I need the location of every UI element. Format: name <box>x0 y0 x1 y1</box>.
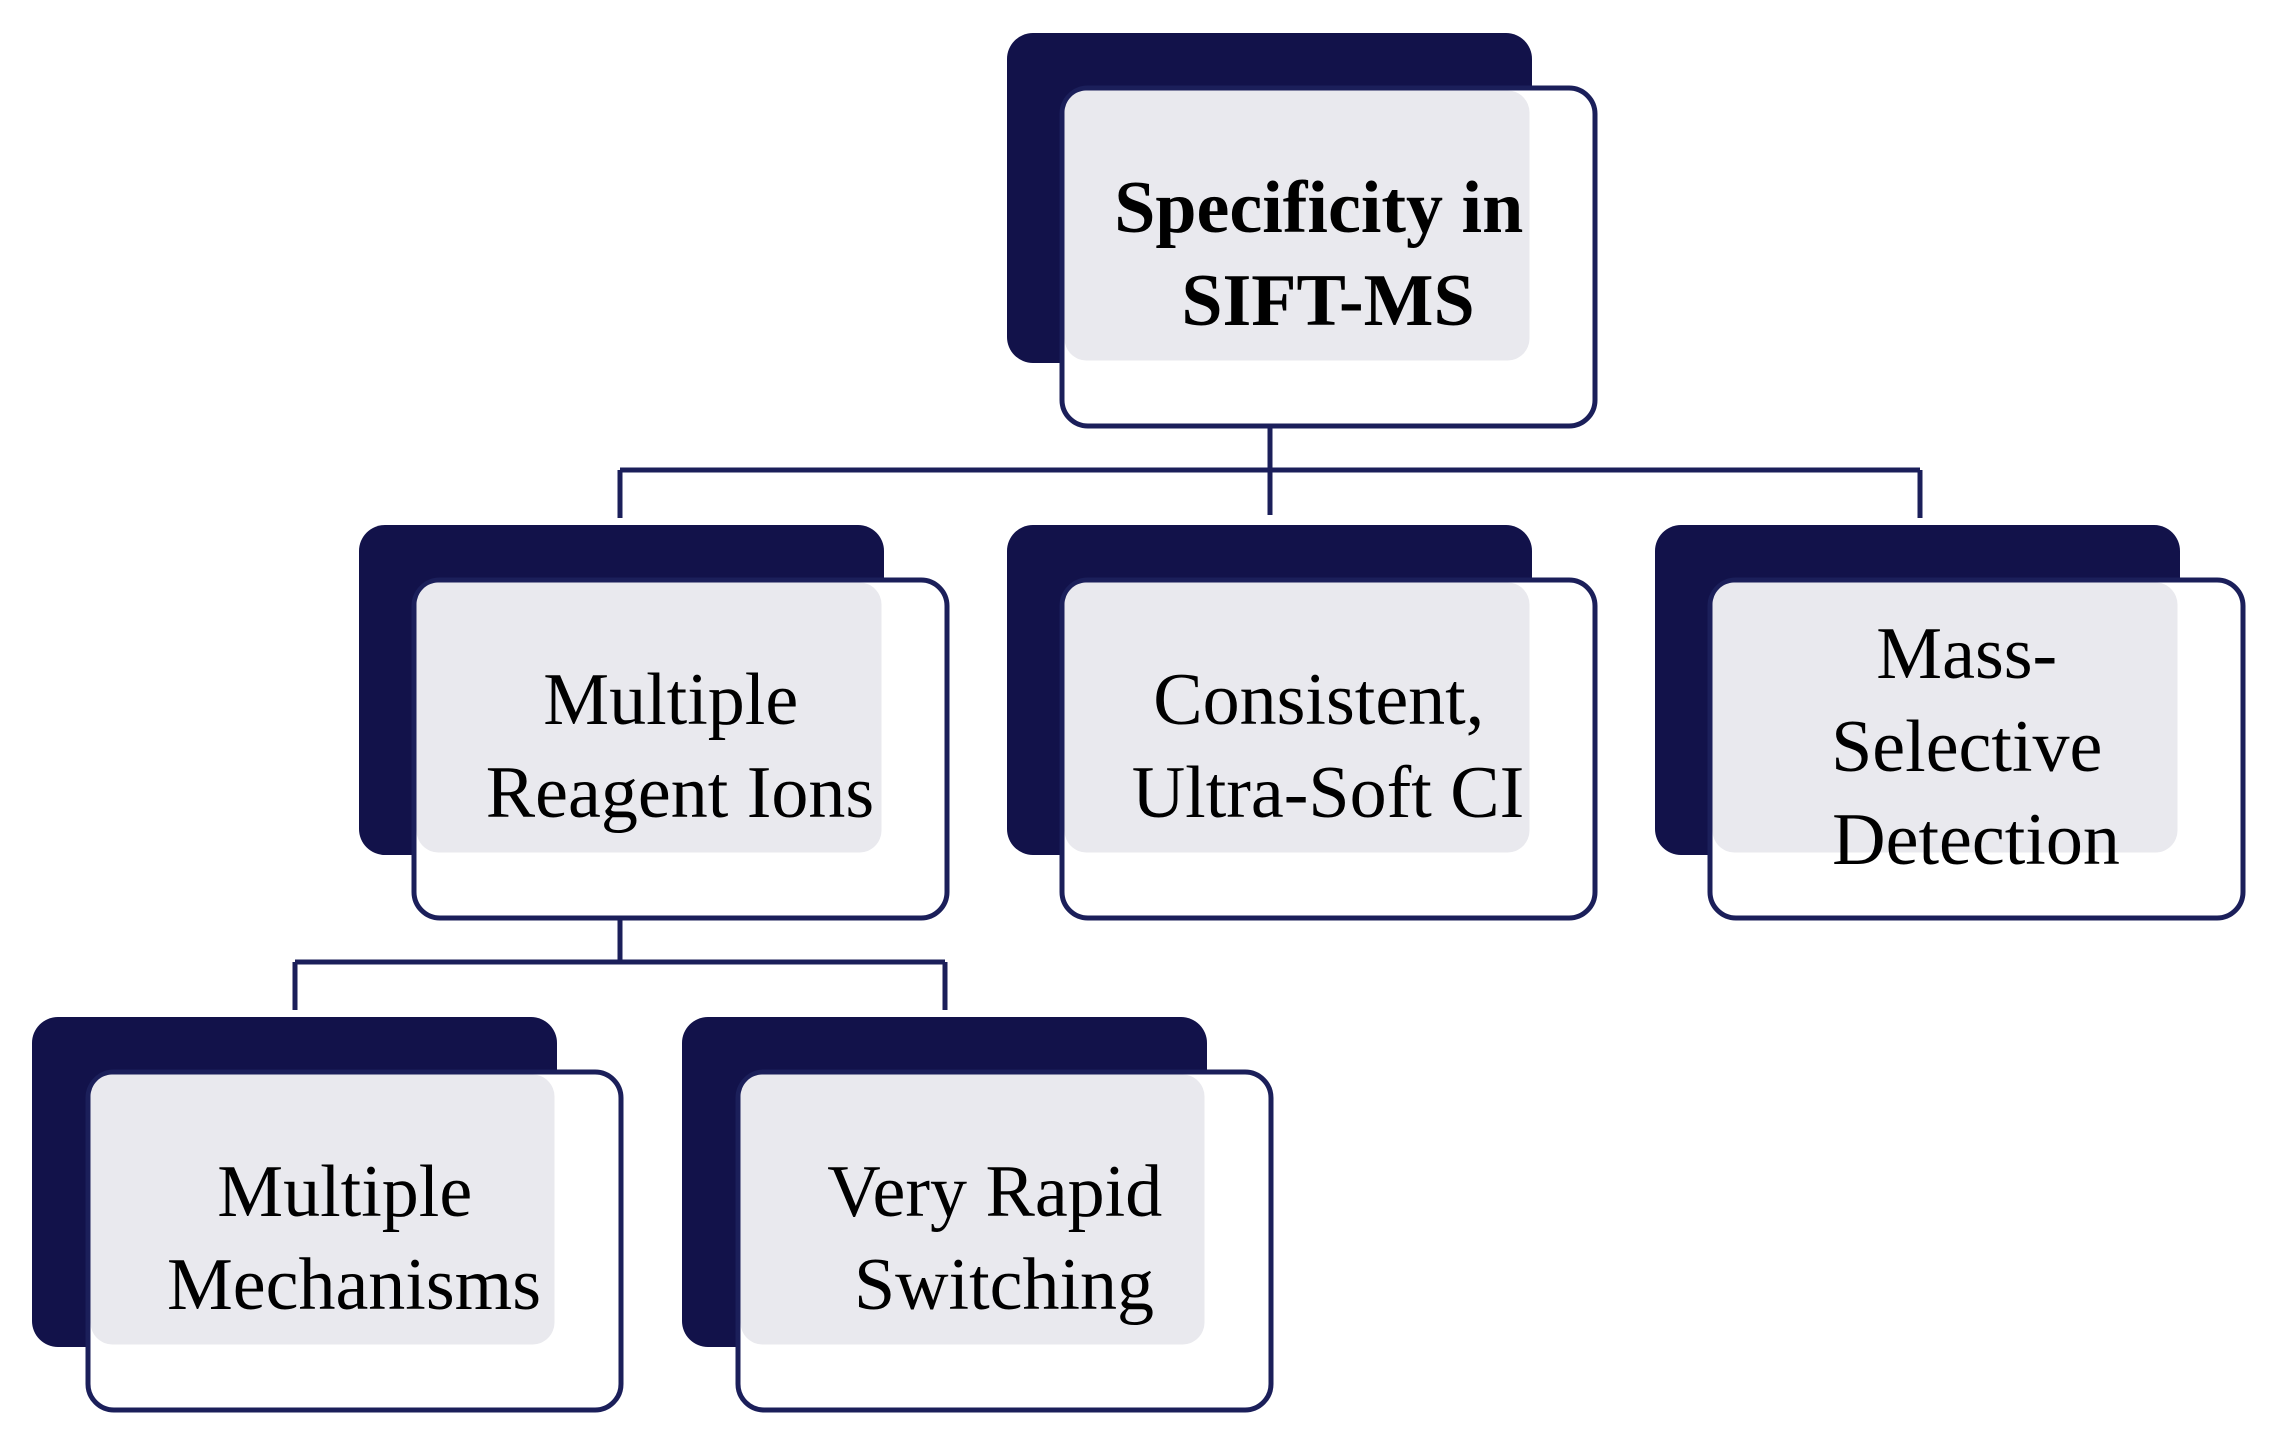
node-multiple-mechanisms: Multiple Mechanisms <box>32 1017 624 1413</box>
node-label-line-1: Multiple <box>543 659 798 741</box>
node-mass-selective-detection: Mass- Selective Detection <box>1655 525 2246 921</box>
node-label: Very Rapid Switching <box>827 1151 1181 1326</box>
node-label-line-2: Mechanisms <box>167 1244 541 1326</box>
node-consistent-ultra-soft-ci: Consistent, Ultra-Soft CI <box>1007 525 1598 921</box>
node-overlap <box>90 1074 555 1345</box>
node-overlap <box>416 582 882 853</box>
node-overlap <box>1064 90 1530 361</box>
node-label-line-2: Reagent Ions <box>486 752 874 834</box>
node-label-line-2: Ultra-Soft CI <box>1132 752 1525 834</box>
node-label-line-3: Detection <box>1832 799 2120 881</box>
node-overlap <box>1712 582 2178 853</box>
node-overlap <box>1064 582 1530 853</box>
node-label: Specificity in SIFT-MS <box>1114 167 1542 342</box>
node-specificity-in-sift-ms: Specificity in SIFT-MS <box>1007 33 1598 429</box>
node-label-line-1: Consistent, <box>1153 659 1484 741</box>
node-multiple-reagent-ions: Multiple Reagent Ions <box>359 525 950 921</box>
node-label-line-1: Multiple <box>217 1151 472 1233</box>
node-label-line-1: Very Rapid <box>827 1151 1162 1233</box>
node-label: Consistent, Ultra-Soft CI <box>1132 659 1525 834</box>
node-label: Multiple Reagent Ions <box>486 659 874 834</box>
node-label: Multiple Mechanisms <box>167 1151 541 1326</box>
node-label-line-2: Selective <box>1831 706 2102 788</box>
node-very-rapid-switching: Very Rapid Switching <box>682 1017 1274 1413</box>
node-label-line-2: Switching <box>854 1244 1154 1326</box>
node-label-line-1: Mass- <box>1876 613 2057 695</box>
node-label-line-1: Specificity in <box>1114 167 1523 249</box>
node-overlap <box>740 1074 1205 1345</box>
node-label: Mass- Selective Detection <box>1831 613 2121 881</box>
node-label-line-2: SIFT-MS <box>1181 260 1474 342</box>
